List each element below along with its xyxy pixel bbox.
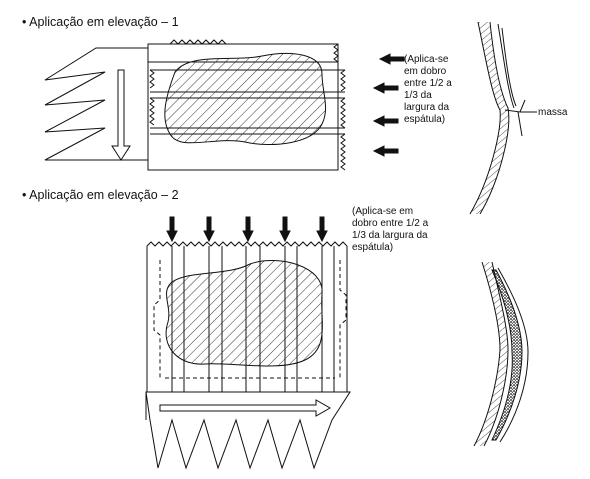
mortar-layer	[491, 269, 523, 441]
down-arrow-2	[203, 216, 215, 243]
section1-drawing	[44, 39, 405, 171]
trowel-down-arrow-1	[111, 69, 131, 161]
wall-section-1	[469, 21, 537, 215]
section2-drawing	[145, 241, 351, 470]
down-arrow-5	[316, 216, 328, 243]
down-arrows-2	[166, 216, 328, 243]
section1-note: (Aplica-se em dobro entre 1/2 a 1/3 da l…	[404, 54, 455, 125]
left-arrow-1	[378, 53, 405, 65]
serrated-edge-top-2	[146, 241, 348, 247]
hatched-blob-2	[165, 260, 323, 367]
down-arrow-3	[242, 216, 254, 243]
left-arrow-3	[372, 115, 399, 127]
left-arrow-4	[372, 145, 399, 157]
hatched-blob-1	[164, 53, 327, 146]
massa-label: massa	[538, 107, 568, 118]
down-arrow-1	[166, 216, 178, 243]
trowel-right-arrow-2	[159, 399, 332, 417]
trowel-1	[44, 47, 149, 161]
left-arrow-2	[372, 82, 399, 94]
section2-note: (Aplica-se em dobro entre 1/2 a 1/3 da l…	[352, 206, 431, 253]
wall-section-2	[473, 261, 529, 447]
serrated-edge-right	[333, 43, 346, 171]
down-arrow-4	[279, 216, 291, 243]
serrated-edge-left	[149, 69, 155, 126]
left-arrows-1	[372, 53, 405, 157]
section2-title: • Aplicação em elevação – 2	[22, 188, 179, 202]
section1-title: • Aplicação em elevação – 1	[22, 15, 179, 29]
serrated-edge-top	[169, 39, 227, 45]
